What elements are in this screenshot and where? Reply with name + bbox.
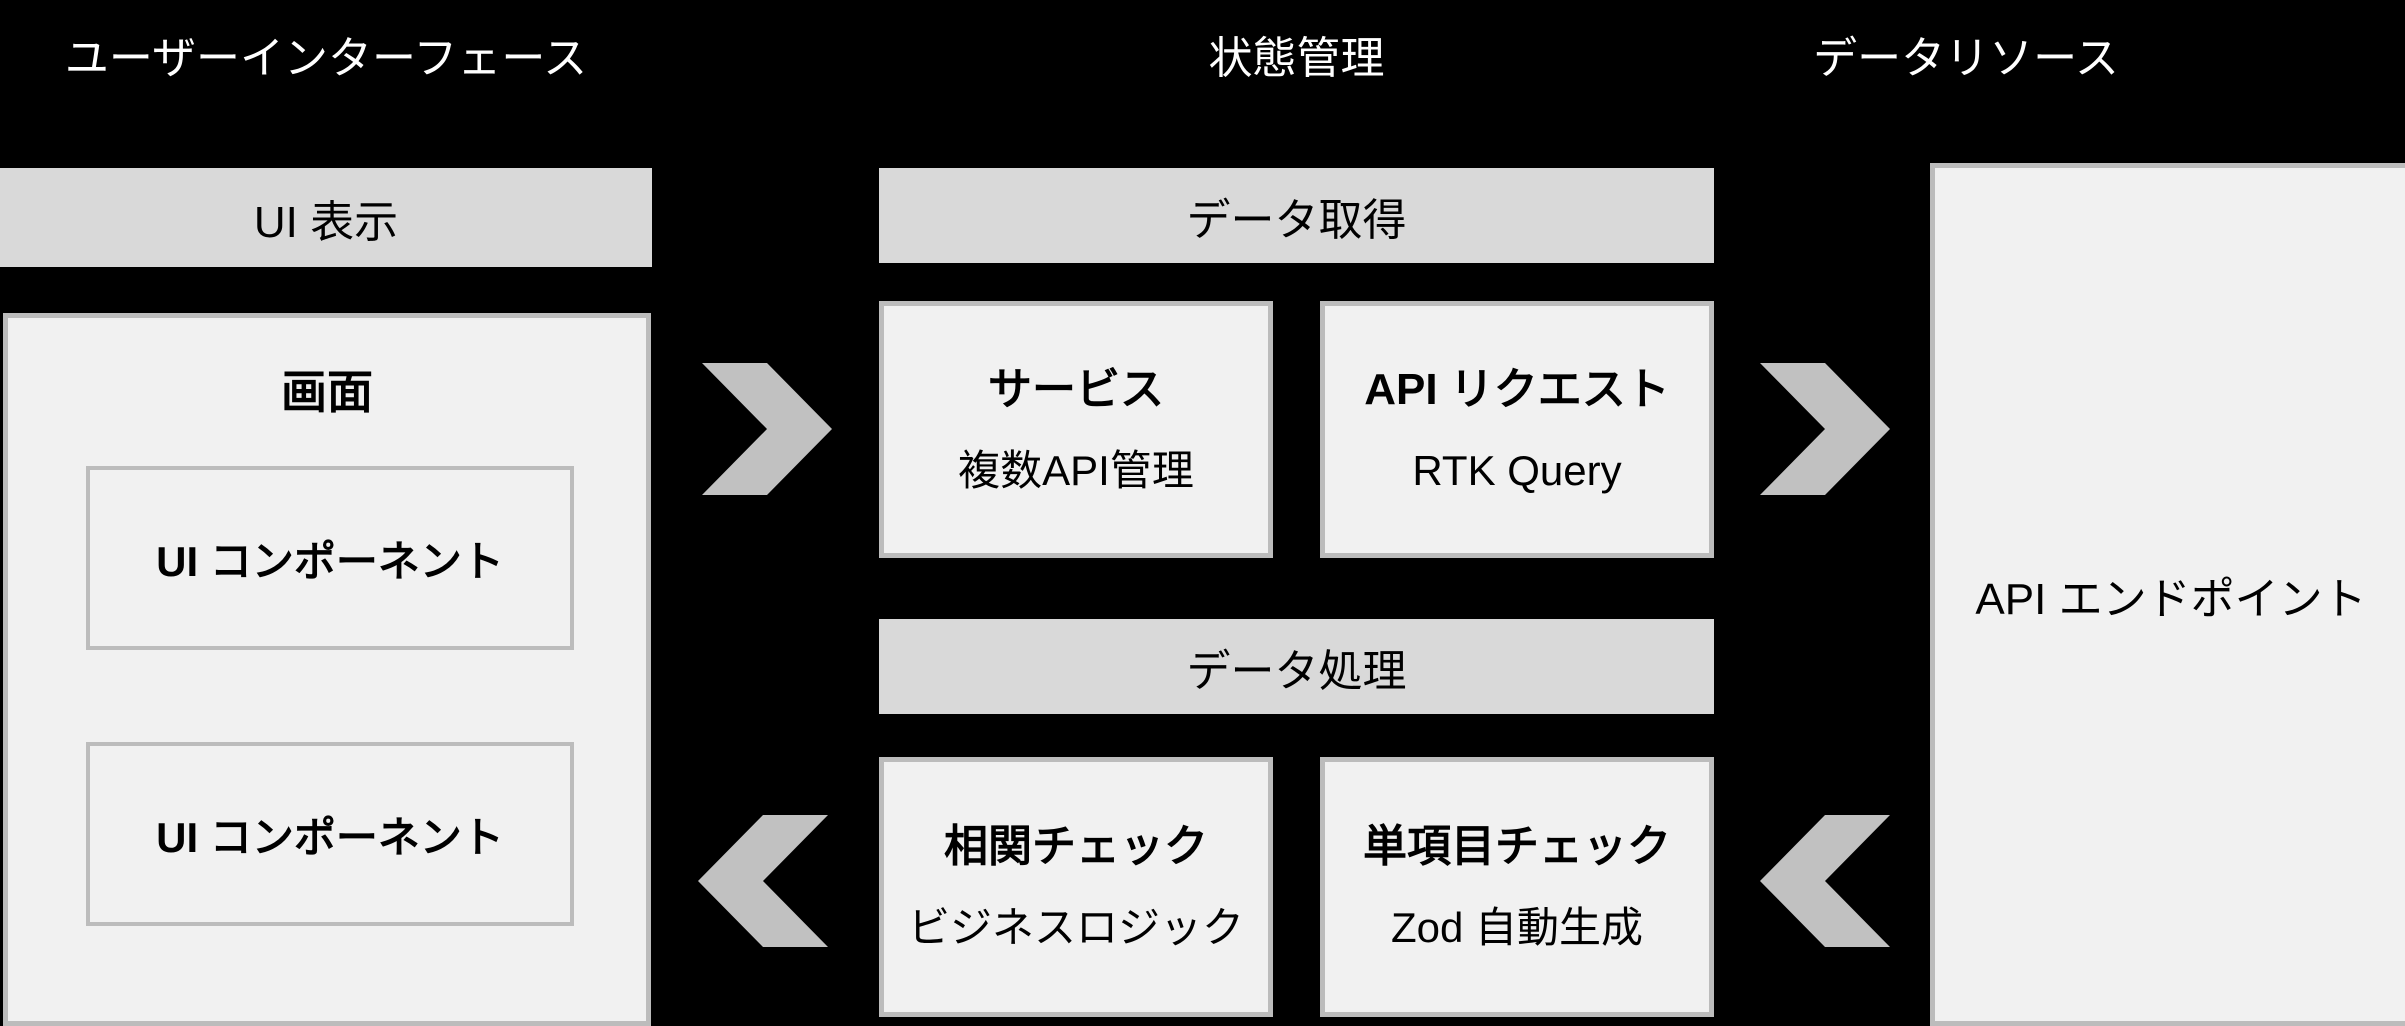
single-item-check-title: 単項目チェック bbox=[1363, 822, 1671, 871]
api-request-title: API リクエスト bbox=[1364, 364, 1670, 414]
correlation-check-box: 相関チェック ビジネスロジック bbox=[879, 757, 1273, 1017]
api-endpoint-box: API エンドポイント bbox=[1930, 163, 2405, 1026]
data-fetch-bar: データ取得 bbox=[879, 168, 1714, 263]
ui-component-box: UI コンポーネント bbox=[86, 466, 574, 650]
chevron-left-icon bbox=[1760, 815, 1890, 947]
service-subtitle: 複数API管理 bbox=[958, 446, 1194, 494]
chevron-right-icon bbox=[1760, 363, 1890, 495]
correlation-check-subtitle: ビジネスロジック bbox=[907, 904, 1244, 951]
correlation-check-title: 相関チェック bbox=[944, 822, 1208, 871]
column-title-data-resource: データリソース bbox=[1813, 34, 2119, 83]
column-title-user-interface: ユーザーインターフェース bbox=[64, 34, 588, 83]
service-title: サービス bbox=[988, 364, 1164, 414]
single-item-check-subtitle: Zod 自動生成 bbox=[1390, 904, 1644, 951]
screen-label: 画面 bbox=[281, 366, 373, 418]
data-process-bar: データ処理 bbox=[879, 619, 1714, 714]
api-request-box: API リクエスト RTK Query bbox=[1320, 301, 1714, 558]
chevron-right-icon bbox=[702, 363, 832, 495]
column-title-state-management: 状態管理 bbox=[1208, 34, 1385, 83]
api-endpoint-label: API エンドポイント bbox=[1975, 574, 2367, 624]
single-item-check-box: 単項目チェック Zod 自動生成 bbox=[1320, 757, 1714, 1017]
ui-display-bar: UI 表示 bbox=[0, 168, 652, 267]
chevron-left-icon bbox=[698, 815, 828, 947]
service-box: サービス 複数API管理 bbox=[879, 301, 1273, 558]
api-request-subtitle: RTK Query bbox=[1412, 446, 1622, 494]
ui-component-box: UI コンポーネント bbox=[86, 742, 574, 926]
screen-container: 画面 UI コンポーネント UI コンポーネント bbox=[3, 313, 651, 1026]
